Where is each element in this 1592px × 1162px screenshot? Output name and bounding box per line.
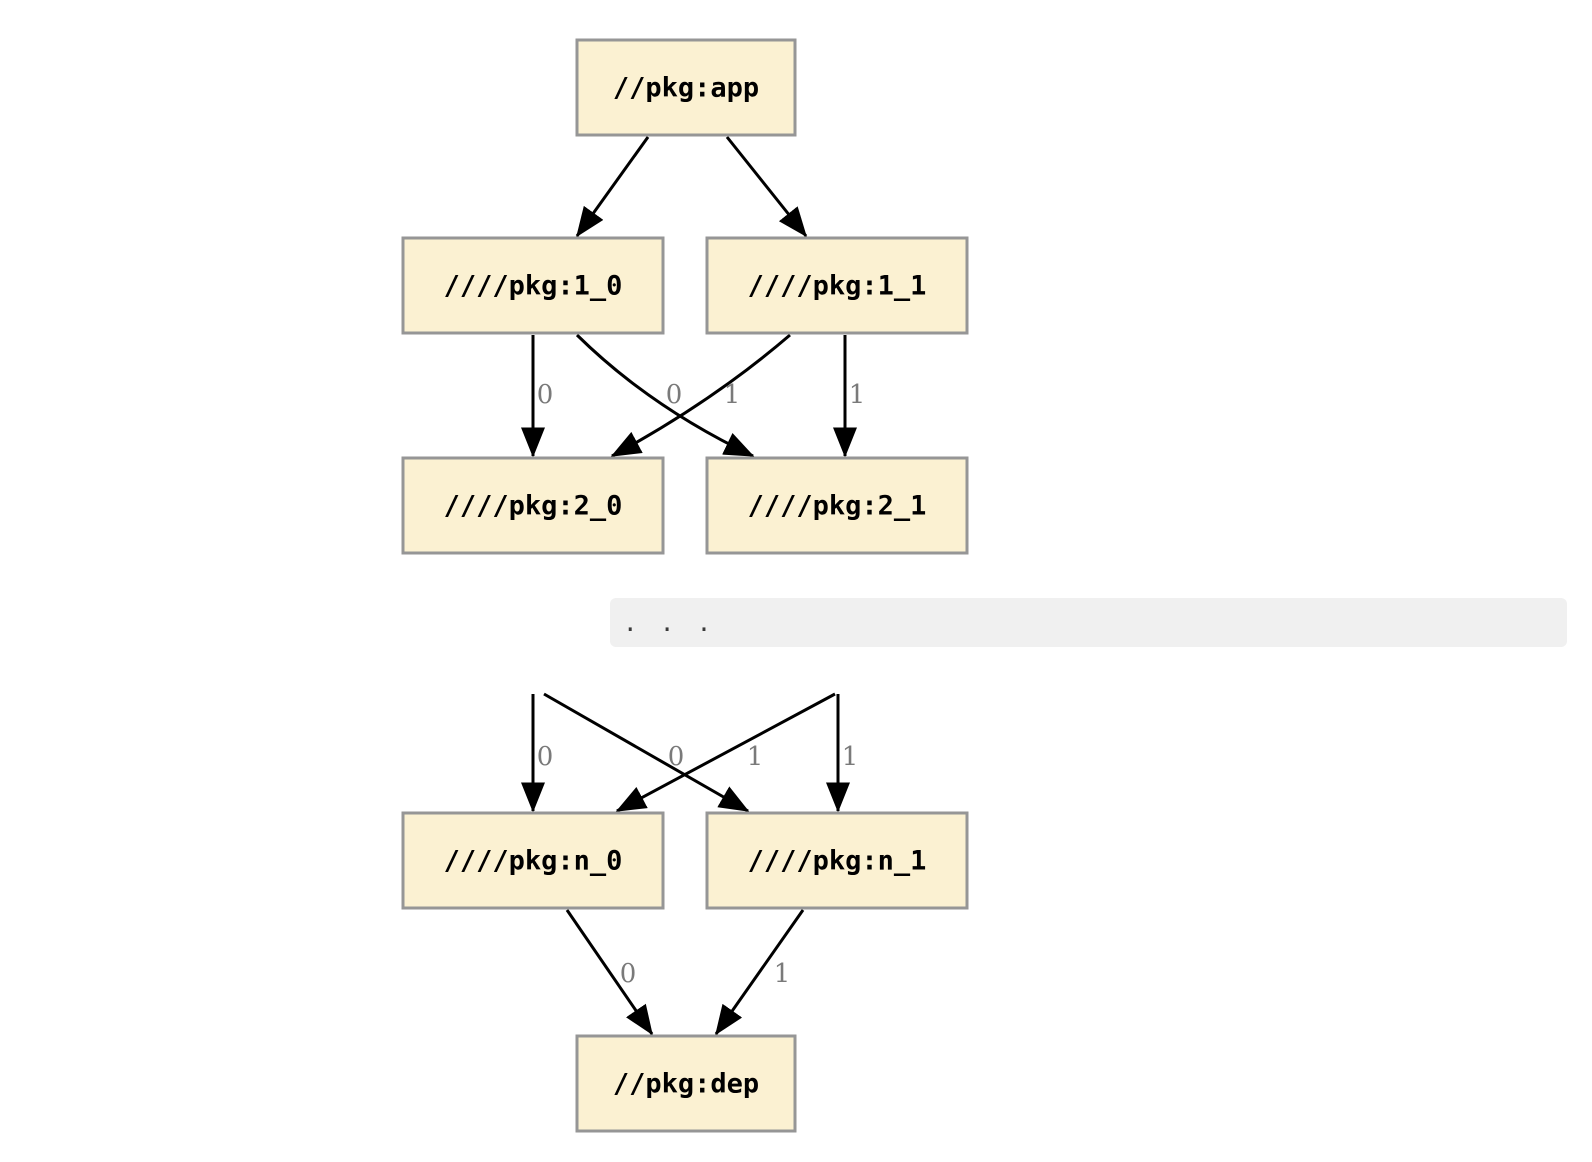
graph-edge-ellipsis-to-n_1 [543,692,750,813]
graph-node-label-1_0: ////pkg:1_0 [444,271,623,302]
graph-edge-app-to-1_0 [575,136,650,238]
edge-label-1_0-to-2_1: 1 [724,380,741,410]
graph-node-label-dep: //pkg:dep [613,1069,759,1100]
ellipsis-separator-band: . . . [610,598,1567,647]
edge-label-ellipsis-to-n_1: 1 [842,742,859,772]
graph-node-n_0 [401,811,665,910]
edge-label-n_1-to-dep: 1 [774,959,791,989]
graph-node-label-1_1: ////pkg:1_1 [748,271,927,302]
graph-node-1_1 [705,236,969,335]
graph-edge-1_1-to-2_0 [610,333,791,458]
edge-label-ellipsis-to-n_0: 0 [668,742,685,772]
graph-node-label-2_1: ////pkg:2_1 [748,491,927,522]
edge-label-1_1-to-2_1: 1 [849,380,866,410]
ellipsis-text: . . . [623,608,716,637]
edge-label-1_1-to-2_0: 0 [666,380,683,410]
graph-node-n_1 [705,811,969,910]
graph-node-2_0 [401,456,665,555]
graph-edge-n_1-to-dep [714,909,805,1036]
graph-edge-app-to-1_1 [725,136,808,238]
graph-node-label-app: //pkg:app [613,73,759,104]
edge-label-1_0-to-2_0: 0 [537,380,554,410]
graph-node-2_1 [705,456,969,555]
edge-label-ellipsis-to-n_0: 0 [537,742,554,772]
graph-edge-1_0-to-2_1 [575,333,755,458]
graph-edge-n_0-to-dep [565,909,654,1036]
graph-node-label-2_0: ////pkg:2_0 [444,491,623,522]
edge-label-ellipsis-to-n_1: 1 [747,742,764,772]
graph-node-label-n_1: ////pkg:n_1 [748,846,927,877]
graph-node-app [575,38,797,137]
graph-node-dep [575,1034,797,1133]
graph-edge-ellipsis-to-n_0 [615,692,836,813]
graph-node-1_0 [401,236,665,335]
graph-node-label-n_0: ////pkg:n_0 [444,846,623,877]
edge-label-n_0-to-dep: 0 [620,959,637,989]
